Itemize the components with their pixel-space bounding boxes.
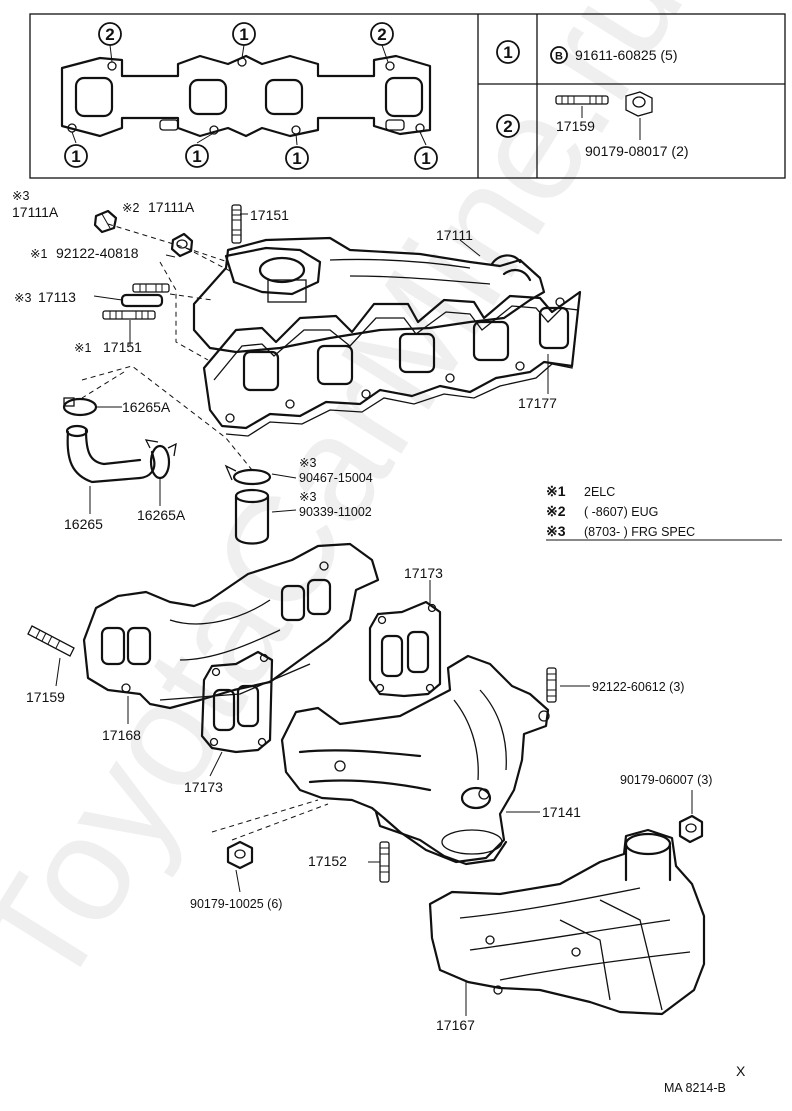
label-17141: 17141	[542, 804, 581, 820]
label-17111A-2: 17111A	[148, 199, 195, 215]
label-92122-40818: 92122-40818	[56, 245, 139, 261]
label-mark: ※3	[12, 189, 29, 203]
gasket-inset-frame	[29, 13, 786, 179]
label-17111: 17111	[436, 227, 473, 243]
gasket-callouts: 2 1 2 1 1 1 1	[64, 22, 438, 170]
callout-text: 2	[377, 25, 386, 44]
label-16265A-top: 16265A	[122, 399, 171, 415]
ref-code: MA 8214-B	[664, 1081, 726, 1095]
label-17113: 17113	[38, 289, 76, 305]
heat-insulator-drawing	[428, 828, 706, 1016]
label-17151-left: 17151	[103, 339, 142, 355]
label-mark: ※1	[30, 247, 47, 261]
label-mark: ※3	[299, 490, 316, 504]
stud-bolt-icon	[231, 204, 242, 244]
stud-icon	[555, 95, 609, 105]
intake-manifold-drawing	[192, 236, 582, 430]
stud-bolt-icon	[546, 667, 557, 703]
note-2-mark: ※2	[546, 503, 566, 519]
callout-circle-2-left	[98, 22, 122, 46]
label-17159: 17159	[26, 689, 65, 705]
label-17151-top: 17151	[250, 207, 289, 223]
hose-clamp-icon	[62, 397, 112, 417]
ref-correction-mark: X	[736, 1063, 746, 1079]
note-3-mark: ※3	[546, 523, 566, 539]
legend-table: 1 B 91611-60825 (5) 2 17159 90179-08017 …	[496, 40, 689, 159]
intake-gasket-drawing	[213, 305, 579, 437]
label-90179-10025: 90179-10025 (6)	[190, 897, 282, 911]
label-16265: 16265	[64, 516, 103, 532]
callout-circle-1-c	[285, 146, 309, 170]
callout-text: 1	[421, 149, 430, 168]
hex-nut-icon	[226, 840, 254, 870]
stud-bolt-icon	[132, 283, 170, 293]
hex-nut-icon	[93, 209, 118, 234]
hose-sleeve-icon	[234, 488, 270, 545]
callout-text: 1	[239, 25, 248, 44]
callout-circle-1-top	[232, 22, 256, 46]
stud-bolt-icon	[379, 841, 390, 883]
callout-text: 1	[292, 149, 301, 168]
bolt-b-symbol: B	[555, 51, 563, 63]
assembly-dash-lines	[81, 223, 329, 841]
label-16265A-bottom: 16265A	[137, 507, 186, 523]
callout-circle-1-a	[64, 144, 88, 168]
pipe-spacer-icon	[120, 293, 164, 308]
label-17173-top: 17173	[404, 565, 443, 581]
label-17168: 17168	[102, 727, 141, 743]
label-92122-60612: 92122-60612 (3)	[592, 680, 684, 694]
exhaust-gasket-drawing	[60, 54, 432, 138]
hex-nut-icon	[678, 814, 704, 844]
label-17177: 17177	[518, 395, 557, 411]
legend-row2-part-b: 90179-08017 (2)	[585, 143, 689, 159]
note-1-text: 2ELC	[584, 485, 615, 499]
legend-row2-part-a: 17159	[556, 118, 595, 134]
note-3-text: (8703- ) FRG SPEC	[584, 525, 695, 539]
label-mark: ※2	[122, 201, 139, 215]
legend-row1-key: 1	[503, 43, 512, 62]
stud-bolt-icon	[27, 625, 75, 657]
callout-circle-2-right	[370, 22, 394, 46]
label-mark: ※3	[299, 456, 316, 470]
legend-row2-key: 2	[503, 117, 512, 136]
callout-text: 1	[192, 147, 201, 166]
callout-circle-1-d	[414, 146, 438, 170]
label-90179-06007: 90179-06007 (3)	[620, 773, 712, 787]
label-17111A-3: 17111A	[12, 204, 59, 220]
label-17152: 17152	[308, 853, 347, 869]
label-17173-bottom: 17173	[184, 779, 223, 795]
water-hose-icon	[65, 424, 156, 484]
callout-text: 2	[105, 25, 114, 44]
label-mark: ※1	[74, 341, 91, 355]
nut-icon	[625, 91, 653, 117]
note-1-mark: ※1	[546, 483, 566, 499]
callout-circle-1-b	[185, 144, 209, 168]
note-2-text: ( -8607) EUG	[584, 505, 658, 519]
label-90467-15004: 90467-15004	[299, 471, 373, 485]
small-hardware	[62, 204, 272, 545]
spec-notes: ※1 2ELC ※2 ( -8607) EUG ※3 (8703- ) FRG …	[546, 483, 782, 541]
part-labels: ※3 17111A ※2 17111A 17151 17111 ※1 92122…	[12, 189, 712, 1033]
leader-lines	[55, 213, 693, 1016]
exhaust-manifold-17141-drawing	[280, 654, 550, 866]
label-mark: ※3	[14, 291, 31, 305]
exhaust-port-gasket-right	[368, 600, 442, 698]
hex-nut-icon	[170, 232, 194, 258]
stud-bolt-icon	[102, 310, 156, 320]
legend-row1-part: 91611-60825 (5)	[575, 47, 677, 63]
exhaust-manifold-17168-drawing	[82, 542, 380, 710]
label-90339-11002: 90339-11002	[299, 505, 372, 519]
callout-text: 1	[71, 147, 80, 166]
label-17167: 17167	[436, 1017, 475, 1033]
exhaust-port-gasket-left	[200, 650, 274, 754]
